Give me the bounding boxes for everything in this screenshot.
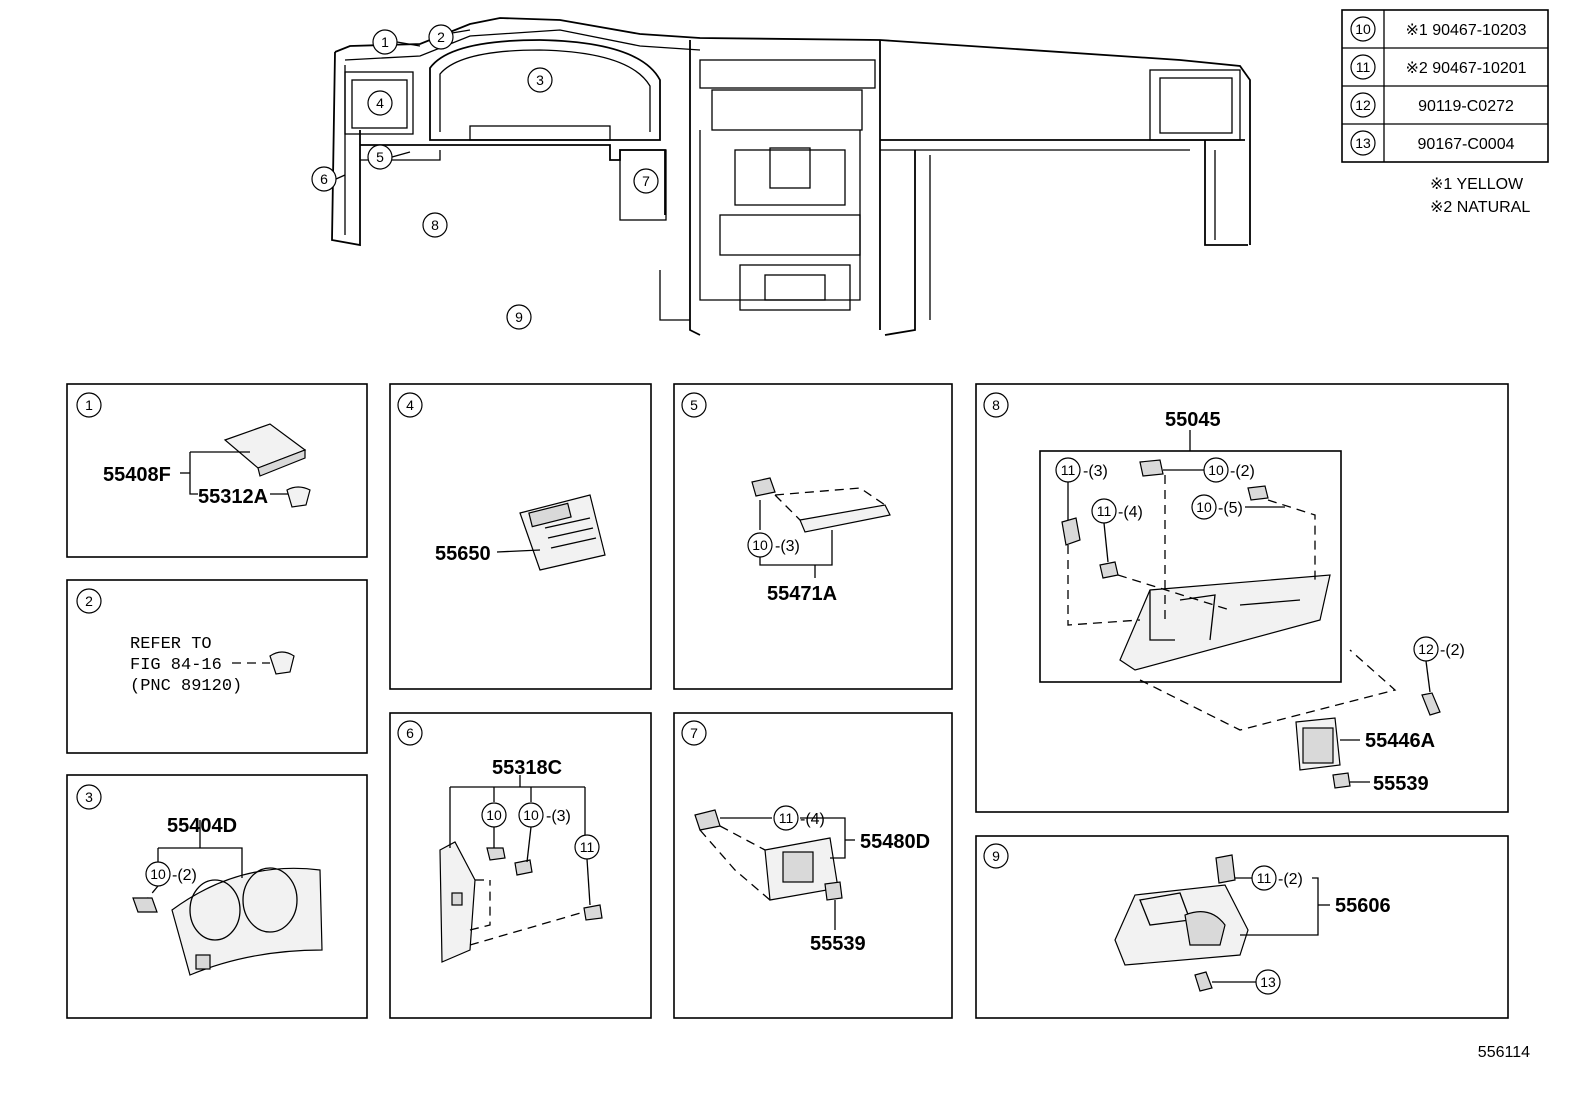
panel-4-number: 4 bbox=[406, 397, 414, 413]
panel-4-parts bbox=[496, 494, 606, 571]
panel-5-parts bbox=[747, 477, 891, 578]
p8-sub-qty-3: -(4) bbox=[1118, 504, 1143, 521]
panel-3-parts bbox=[132, 820, 323, 976]
p8-sub-qty-2: -(2) bbox=[1230, 463, 1255, 480]
p8-sub-ref-2: 10 bbox=[1208, 462, 1224, 478]
p6-sub-ref-3: 11 bbox=[580, 839, 595, 855]
overview-callout-4: 4 bbox=[376, 95, 384, 111]
legend-part-11: ※2 90467-10201 bbox=[1405, 60, 1526, 77]
panel-2-parts bbox=[232, 651, 295, 675]
overview-callouts bbox=[311, 24, 659, 330]
p6-sub-ref-2: 10 bbox=[523, 807, 539, 823]
overview-callout-5: 5 bbox=[376, 149, 384, 165]
p7-sub-ref: 11 bbox=[779, 810, 794, 826]
legend-part-13: 90167-C0004 bbox=[1418, 136, 1515, 153]
panel-frames bbox=[66, 383, 1509, 1019]
p9-sub-qty-1: -(2) bbox=[1278, 871, 1303, 888]
legend-note-2: ※2 NATURAL bbox=[1430, 199, 1530, 216]
p9-sub-ref-2: 13 bbox=[1260, 974, 1276, 990]
overview-callout-1: 1 bbox=[381, 34, 389, 50]
overview-callout-7: 7 bbox=[642, 173, 650, 189]
panel-1-number: 1 bbox=[85, 397, 93, 413]
figure-id: 556114 bbox=[1478, 1044, 1530, 1061]
dashboard-overview bbox=[331, 17, 1251, 336]
p8-sub-ref-4: 10 bbox=[1196, 499, 1212, 515]
panel-3-number: 3 bbox=[85, 789, 93, 805]
legend-ref-13: 13 bbox=[1355, 135, 1371, 151]
part-55404D-label: 55404D bbox=[167, 815, 237, 837]
p8-sub-qty-1: -(3) bbox=[1083, 463, 1108, 480]
part-55650-label: 55650 bbox=[435, 543, 491, 565]
p6-sub-qty-2: -(3) bbox=[546, 808, 571, 825]
legend-ref-11: 11 bbox=[1356, 59, 1371, 75]
legend-ref-12: 12 bbox=[1355, 97, 1371, 113]
panel-1-parts bbox=[180, 423, 311, 508]
panel-2-number: 2 bbox=[85, 593, 93, 609]
refer-line-3: (PNC 89120) bbox=[130, 677, 242, 696]
panel-9-number: 9 bbox=[992, 848, 1000, 864]
panel-5-number: 5 bbox=[690, 397, 698, 413]
part-55539-label-p8: 55539 bbox=[1373, 773, 1429, 795]
legend-part-10: ※1 90467-10203 bbox=[1405, 22, 1526, 39]
refer-line-1: REFER TO bbox=[130, 635, 212, 654]
p8-sub-qty-5: -(2) bbox=[1440, 642, 1465, 659]
panel-7-parts bbox=[694, 805, 855, 930]
overview-callout-2: 2 bbox=[437, 29, 445, 45]
p9-sub-ref-1: 11 bbox=[1257, 870, 1272, 886]
part-55312A-label: 55312A bbox=[198, 486, 268, 508]
overview-callout-3: 3 bbox=[536, 72, 544, 88]
p8-sub-ref-5: 12 bbox=[1418, 641, 1434, 657]
p5-sub-ref: 10 bbox=[752, 537, 768, 553]
part-55471A-label: 55471A bbox=[767, 583, 837, 605]
panel-9-parts bbox=[1114, 854, 1330, 995]
part-55480D-label: 55480D bbox=[860, 831, 930, 853]
p5-sub-qty: -(3) bbox=[775, 538, 800, 555]
p6-sub-ref-1: 10 bbox=[486, 807, 502, 823]
part-55446A-label: 55446A bbox=[1365, 730, 1435, 752]
refer-line-2: FIG 84-16 bbox=[130, 656, 222, 675]
legend-part-12: 90119-C0272 bbox=[1418, 98, 1514, 115]
legend-note-1: ※1 YELLOW bbox=[1430, 176, 1524, 193]
panel-8-parts bbox=[1039, 430, 1441, 789]
part-55408F-label: 55408F bbox=[103, 464, 171, 486]
part-55318C-label: 55318C bbox=[492, 757, 562, 779]
legend-table bbox=[1341, 9, 1549, 163]
overview-callout-8: 8 bbox=[431, 217, 439, 233]
p8-sub-qty-4: -(5) bbox=[1218, 500, 1243, 517]
p8-sub-ref-1: 11 bbox=[1061, 462, 1076, 478]
part-55045-label: 55045 bbox=[1165, 409, 1221, 431]
panel-7-number: 7 bbox=[690, 725, 698, 741]
p3-sub-ref: 10 bbox=[150, 866, 166, 882]
overview-callout-9: 9 bbox=[515, 309, 523, 325]
part-55606-label: 55606 bbox=[1335, 895, 1391, 917]
overview-callout-6: 6 bbox=[320, 171, 328, 187]
panel-6-number: 6 bbox=[406, 725, 414, 741]
p7-sub-qty: -(4) bbox=[800, 811, 825, 828]
p3-sub-qty: -(2) bbox=[172, 867, 197, 884]
panel-6-parts bbox=[439, 775, 603, 963]
panel-8-number: 8 bbox=[992, 397, 1000, 413]
p8-sub-ref-3: 11 bbox=[1097, 503, 1112, 519]
part-55539-label-p7: 55539 bbox=[810, 933, 866, 955]
legend-ref-10: 10 bbox=[1355, 21, 1371, 37]
